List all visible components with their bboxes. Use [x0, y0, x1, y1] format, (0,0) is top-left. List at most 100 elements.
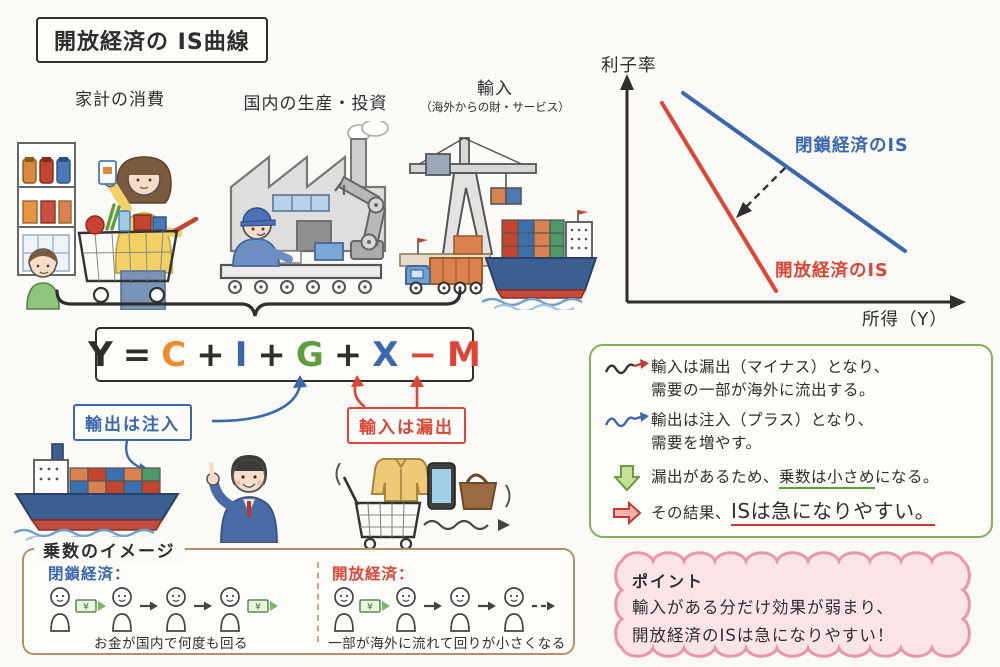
legend-highlight-green: 乗数は小さめ — [779, 467, 876, 489]
legend-line: 輸入は漏出（マイナス）となり、 — [651, 358, 890, 376]
equation-term-X: X — [372, 334, 399, 375]
import-label-sub: （海外からの財・サービス） — [420, 100, 570, 114]
graph-ylabel: 利子率 — [601, 56, 657, 76]
bottle — [118, 210, 131, 232]
dashed-arrow-icon — [532, 601, 555, 611]
closed-is-label: 閉鎖経済のIS — [795, 136, 909, 156]
legend-item-export-injection: 輸出は注入（プラス）となり、 需要を増やす。 — [603, 409, 979, 455]
closed-economy-sequence: ¥ — [50, 587, 279, 632]
production-illustration — [219, 121, 389, 294]
production-label: 国内の生産・投資 — [243, 94, 388, 114]
wavy-blue-arrow-icon — [603, 411, 651, 433]
equation-term-M: M — [447, 334, 481, 375]
leak-wavy-arrow — [423, 519, 510, 531]
open-is-label: 開放経済のIS — [775, 261, 889, 281]
equation-term-equals: = — [122, 334, 152, 375]
closed-economy-is-line — [681, 91, 907, 253]
legend-box: 輸入は漏出（マイナス）となり、 需要の一部が海外に流出する。 輸出は注入（プラス… — [589, 344, 993, 538]
legend-text-after: になる。 — [875, 467, 940, 486]
export-ship-illustration — [13, 443, 180, 543]
legend-text-before: その結果、 — [651, 503, 732, 522]
consumption-label: 家計の消費 — [75, 90, 165, 110]
legend-line: 需要を増やす。 — [651, 434, 762, 452]
graph-xlabel: 所得（Y） — [862, 310, 948, 330]
legend-highlight-red: ISは急になりやすい。 — [731, 498, 936, 526]
equation-box: Y = C + I + G + X − M — [88, 327, 481, 382]
point-line-1: 輸入がある分だけ効果が弱まり、 — [632, 598, 894, 617]
equation-term-plus3: + — [333, 334, 363, 375]
person-figure — [396, 587, 416, 632]
shopping-cart — [77, 203, 199, 304]
import-label: 輸入 （海外からの財・サービス） — [405, 74, 585, 115]
legend-text-before: 漏出があるため、 — [651, 467, 780, 486]
factory-worker-figure — [232, 207, 293, 267]
graph-axes — [620, 74, 966, 309]
apple — [85, 215, 105, 235]
open-economy-caption: 一部が海外に流れて回りが小さくなる — [328, 636, 566, 652]
jacket — [370, 458, 432, 502]
open-economy-sequence — [334, 587, 555, 632]
closed-economy-caption: お金が国内で何度も回る — [94, 636, 248, 652]
import-illustration — [399, 137, 598, 310]
arrow-icon — [422, 600, 444, 612]
legend-item-text: 輸出は注入（プラス）となり、 需要を増やす。 — [651, 409, 874, 455]
is-graph — [620, 74, 966, 309]
point-cloud-shape — [614, 551, 971, 658]
point-title: ポイント — [632, 572, 705, 591]
import-callout: 輸入は漏出 — [347, 407, 466, 444]
child-figure — [26, 248, 60, 310]
import-arrows — [351, 375, 424, 409]
robot-arm — [334, 175, 387, 260]
smartphone — [427, 462, 456, 510]
yen-note-icon — [359, 599, 391, 614]
container-truck — [405, 257, 483, 295]
person-figure — [450, 587, 470, 632]
arrow-icon — [476, 600, 498, 612]
multiplier-title: 乗数のイメージ — [34, 537, 185, 562]
open-economy-is-line — [660, 101, 778, 293]
container-ship — [14, 443, 180, 531]
leek — [105, 203, 121, 231]
equation-term-Y: Y — [88, 334, 113, 375]
consumption-illustration — [17, 142, 199, 310]
export-callout: 輸出は注入 — [73, 404, 192, 441]
legend-item-import-leak: 輸入は漏出（マイナス）となり、 需要の一部が海外に流出する。 — [603, 356, 979, 402]
businessman-figure — [206, 455, 278, 543]
point-line-2: 開放経済のISは急になりやすい！ — [632, 626, 895, 645]
yen-note-icon — [247, 599, 279, 614]
equation-term-I: I — [234, 334, 248, 375]
motion-mark-left — [335, 462, 341, 486]
legend-item-multiplier: 漏出があるため、乗数は小さめになる。 — [603, 462, 979, 492]
import-label-main: 輸入 — [477, 79, 513, 99]
legend-item-is-steeper: その結果、ISは急になりやすい。 — [603, 498, 979, 526]
person-figure — [504, 587, 524, 632]
legend-item-text: その結果、ISは急になりやすい。 — [651, 498, 936, 526]
yen-note-icon — [75, 599, 107, 614]
person-figure — [50, 587, 70, 632]
person-figure — [334, 587, 354, 632]
cargo-ship — [484, 210, 598, 299]
person-figure — [220, 587, 240, 632]
person-figure — [166, 587, 186, 632]
page-title: 開放経済の IS曲線 — [36, 17, 268, 63]
equation-term-G: G — [295, 334, 324, 375]
legend-item-text: 漏出があるため、乗数は小さめになる。 — [651, 466, 939, 489]
equation-term-minus: − — [408, 334, 438, 375]
gantry-crane — [409, 137, 537, 255]
equation-term-plus1: + — [196, 334, 225, 375]
person-figure — [112, 587, 132, 632]
open-economy-label: 開放経済： — [332, 565, 415, 583]
closed-economy-label: 閉鎖経済： — [48, 565, 131, 583]
arrow-icon — [192, 600, 214, 612]
imported-goods-illustration — [335, 458, 511, 551]
multiplier-divider — [317, 562, 319, 642]
right-block-arrow-icon — [603, 501, 651, 525]
motion-mark-right — [505, 484, 511, 508]
handbag — [458, 473, 498, 510]
down-block-arrow-icon — [603, 464, 651, 492]
arrow-icon — [138, 600, 160, 612]
legend-line: 輸出は注入（プラス）となり、 — [651, 411, 874, 429]
shopping-cart — [342, 476, 422, 551]
water-waves — [481, 297, 583, 310]
